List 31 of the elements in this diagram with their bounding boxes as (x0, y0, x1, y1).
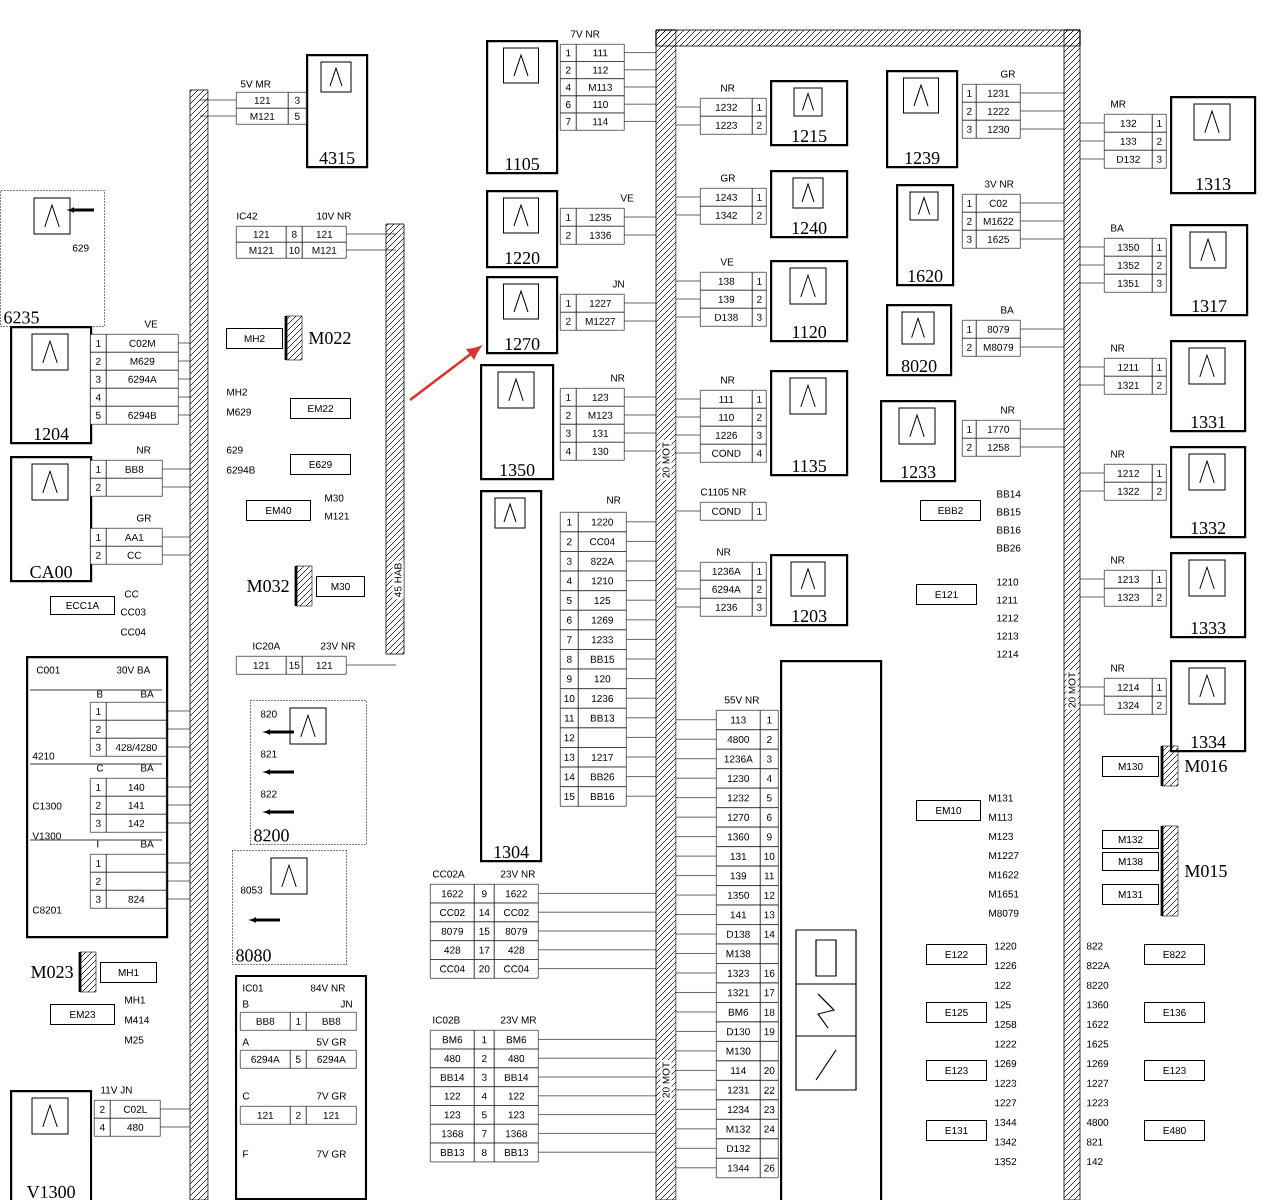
component-box: 1304 (480, 490, 543, 863)
component-box: CA00 (10, 456, 93, 583)
component-box: 1313 (1170, 96, 1257, 195)
ground-label: M016 (1184, 759, 1227, 773)
component-box: 1350 (480, 364, 555, 481)
component-box: 1120 (770, 260, 849, 343)
component-box: 1215 (770, 80, 849, 147)
component-box: 1333 (1170, 552, 1247, 639)
component-box: 1270 (486, 276, 559, 355)
component-box: 1105 (486, 40, 559, 175)
ground-label: M023 (31, 965, 73, 979)
component-box: 1620 (896, 184, 955, 287)
component-box (780, 660, 883, 1200)
component-box: 1240 (770, 170, 849, 239)
ground-label: M015 (1184, 864, 1227, 878)
component-box: 1331 (1170, 340, 1247, 433)
component-box: 8020 (886, 304, 953, 377)
component-box: 1203 (770, 554, 849, 627)
component-box: 1239 (886, 70, 959, 169)
component-box: 1334 (1170, 660, 1247, 753)
component-box: 1233 (880, 400, 957, 483)
ground-label: M032 (247, 579, 289, 593)
component-box: 4315 (306, 54, 369, 169)
component-box: V1300 (10, 1090, 93, 1200)
component-box: 1135 (770, 370, 849, 477)
component-box: 1220 (486, 190, 559, 269)
component-box: 1332 (1170, 446, 1247, 539)
ground-label: M022 (308, 331, 351, 345)
component-box: 1317 (1170, 224, 1249, 317)
arrow (409, 346, 481, 402)
component-box: 1204 (10, 326, 93, 445)
